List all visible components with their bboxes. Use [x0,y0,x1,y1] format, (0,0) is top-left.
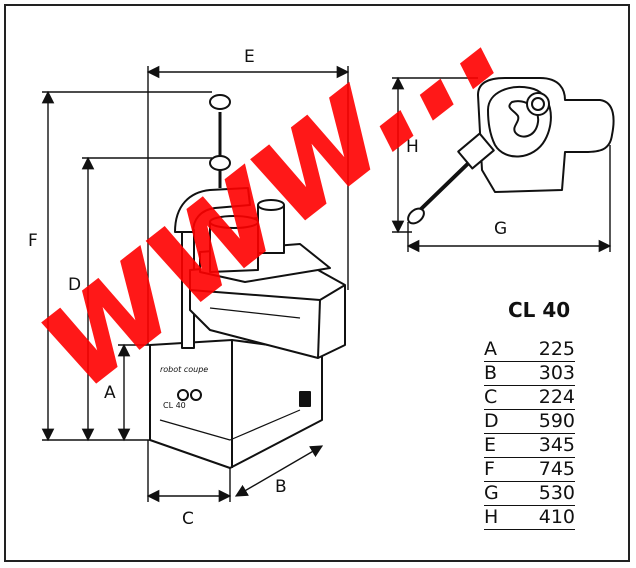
dimension-value: 745 [520,457,575,482]
pusher-arm [174,187,251,233]
dim-label-e: E [244,47,255,67]
dim-label-b: B [275,477,287,497]
dim-line-b [234,445,324,497]
pusher-knob [209,155,231,171]
dimension-letters: E F D A C B H G [28,47,507,529]
dimension-letter: G [484,481,520,506]
dimension-value: 345 [520,433,575,458]
dimension-value: 410 [520,505,575,530]
start-button [177,389,189,401]
dimension-value: 224 [520,385,575,410]
stop-button [190,389,202,401]
dimension-letter: F [484,457,520,482]
dim-label-h: H [406,137,419,157]
machine-badge: CL 40 [163,401,186,410]
dimension-letter: E [484,433,520,458]
small-feed-tube [257,204,285,254]
dimension-lines [41,65,612,503]
arm-knob [407,207,425,225]
model-title: CL 40 [508,298,571,322]
latch [299,391,311,407]
machine-brand: robot coupe [160,365,208,374]
dimension-value: 530 [520,481,575,506]
dimension-letter: C [484,385,520,410]
dimension-value: 303 [520,361,575,386]
dimension-letter: H [484,505,520,530]
dim-label-g: G [494,219,507,239]
dimension-letter: A [484,338,520,362]
machine-top-view [407,77,615,225]
pusher-knob-top [209,94,231,110]
dimension-letter: D [484,409,520,434]
dim-label-d: D [68,275,81,295]
dimension-letter: B [484,361,520,386]
dim-label-c: C [182,509,194,529]
dim-label-a: A [104,383,116,403]
dimension-value: 225 [520,338,575,362]
machine-side-view [149,94,346,469]
dim-label-f: F [28,231,38,251]
dimension-value: 590 [520,409,575,434]
